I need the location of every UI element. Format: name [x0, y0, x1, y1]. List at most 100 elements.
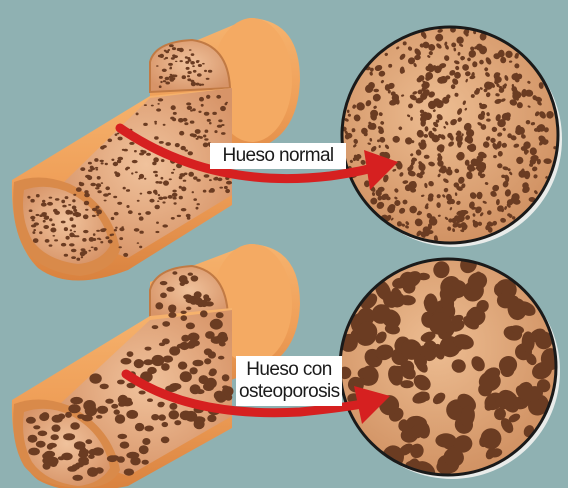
pore [76, 258, 80, 261]
pore [96, 183, 101, 187]
pore [55, 198, 60, 201]
pore [89, 237, 94, 242]
pore [128, 210, 133, 214]
pore [159, 76, 163, 79]
pore [190, 367, 198, 374]
pore [72, 464, 79, 468]
pore [134, 150, 137, 152]
pore [209, 179, 212, 181]
pore [155, 231, 159, 233]
pore [225, 103, 228, 105]
pore [111, 404, 118, 409]
pore [163, 80, 166, 82]
pore [191, 275, 199, 281]
pore [125, 398, 132, 403]
pore [52, 425, 61, 432]
pore [156, 108, 161, 111]
pore [187, 71, 191, 74]
pore [205, 301, 214, 306]
pore [87, 176, 92, 181]
pore [89, 449, 97, 455]
pore [107, 455, 118, 462]
pore [210, 319, 223, 330]
pore [41, 203, 47, 207]
pore [51, 434, 59, 440]
pore [118, 157, 124, 161]
pore [216, 95, 221, 99]
pore [173, 197, 177, 200]
pore [169, 410, 180, 419]
pore [193, 70, 197, 73]
pore [117, 202, 122, 205]
pore [184, 122, 188, 125]
pore [54, 211, 60, 215]
pore [181, 311, 187, 314]
pore [196, 207, 199, 210]
pore [139, 174, 144, 179]
pore [39, 231, 42, 234]
pore [218, 356, 224, 360]
pore [118, 434, 128, 439]
pore [162, 422, 169, 427]
pore [39, 413, 49, 421]
pore [72, 199, 75, 202]
pore [163, 180, 169, 185]
pore [226, 181, 232, 185]
pore [158, 181, 162, 184]
pore [163, 124, 166, 126]
pore [155, 205, 160, 210]
pore [65, 412, 72, 418]
pore [143, 123, 148, 126]
pore [179, 186, 182, 189]
pore [42, 200, 45, 203]
pore [151, 414, 159, 420]
pore [108, 240, 113, 244]
pore [85, 209, 88, 211]
pore [151, 105, 154, 107]
pore [130, 457, 140, 466]
pore [61, 243, 66, 247]
pore [137, 200, 140, 202]
pore [175, 143, 180, 147]
pore [70, 397, 83, 404]
pore [190, 133, 195, 136]
pore [207, 119, 211, 122]
pore [105, 163, 108, 165]
pore [158, 98, 163, 101]
pore [169, 44, 174, 47]
pore [196, 138, 199, 140]
pore [170, 117, 174, 120]
pore [47, 444, 53, 450]
pore [139, 231, 143, 234]
pore [126, 189, 130, 192]
pore [209, 371, 216, 377]
normal-bone-label: Hueso normal [210, 143, 346, 169]
pore [217, 178, 222, 182]
pore [191, 53, 195, 56]
pore [72, 475, 83, 481]
pore [192, 360, 203, 367]
pore [84, 201, 89, 206]
pore [119, 237, 123, 240]
pore [161, 177, 164, 180]
pore [195, 129, 201, 134]
pore [30, 216, 35, 220]
pore [85, 439, 92, 444]
pore [114, 212, 119, 216]
pore [205, 130, 209, 133]
pore [27, 196, 30, 199]
pore [36, 194, 40, 197]
pore [208, 70, 212, 73]
pore [168, 195, 173, 199]
pore [172, 54, 176, 57]
pore [194, 297, 203, 305]
pore [435, 433, 456, 447]
pore [379, 145, 381, 148]
pore [158, 194, 160, 196]
pore [131, 172, 133, 174]
pore [82, 238, 86, 242]
pore [114, 409, 120, 414]
pore [66, 236, 70, 240]
pore [145, 347, 152, 351]
